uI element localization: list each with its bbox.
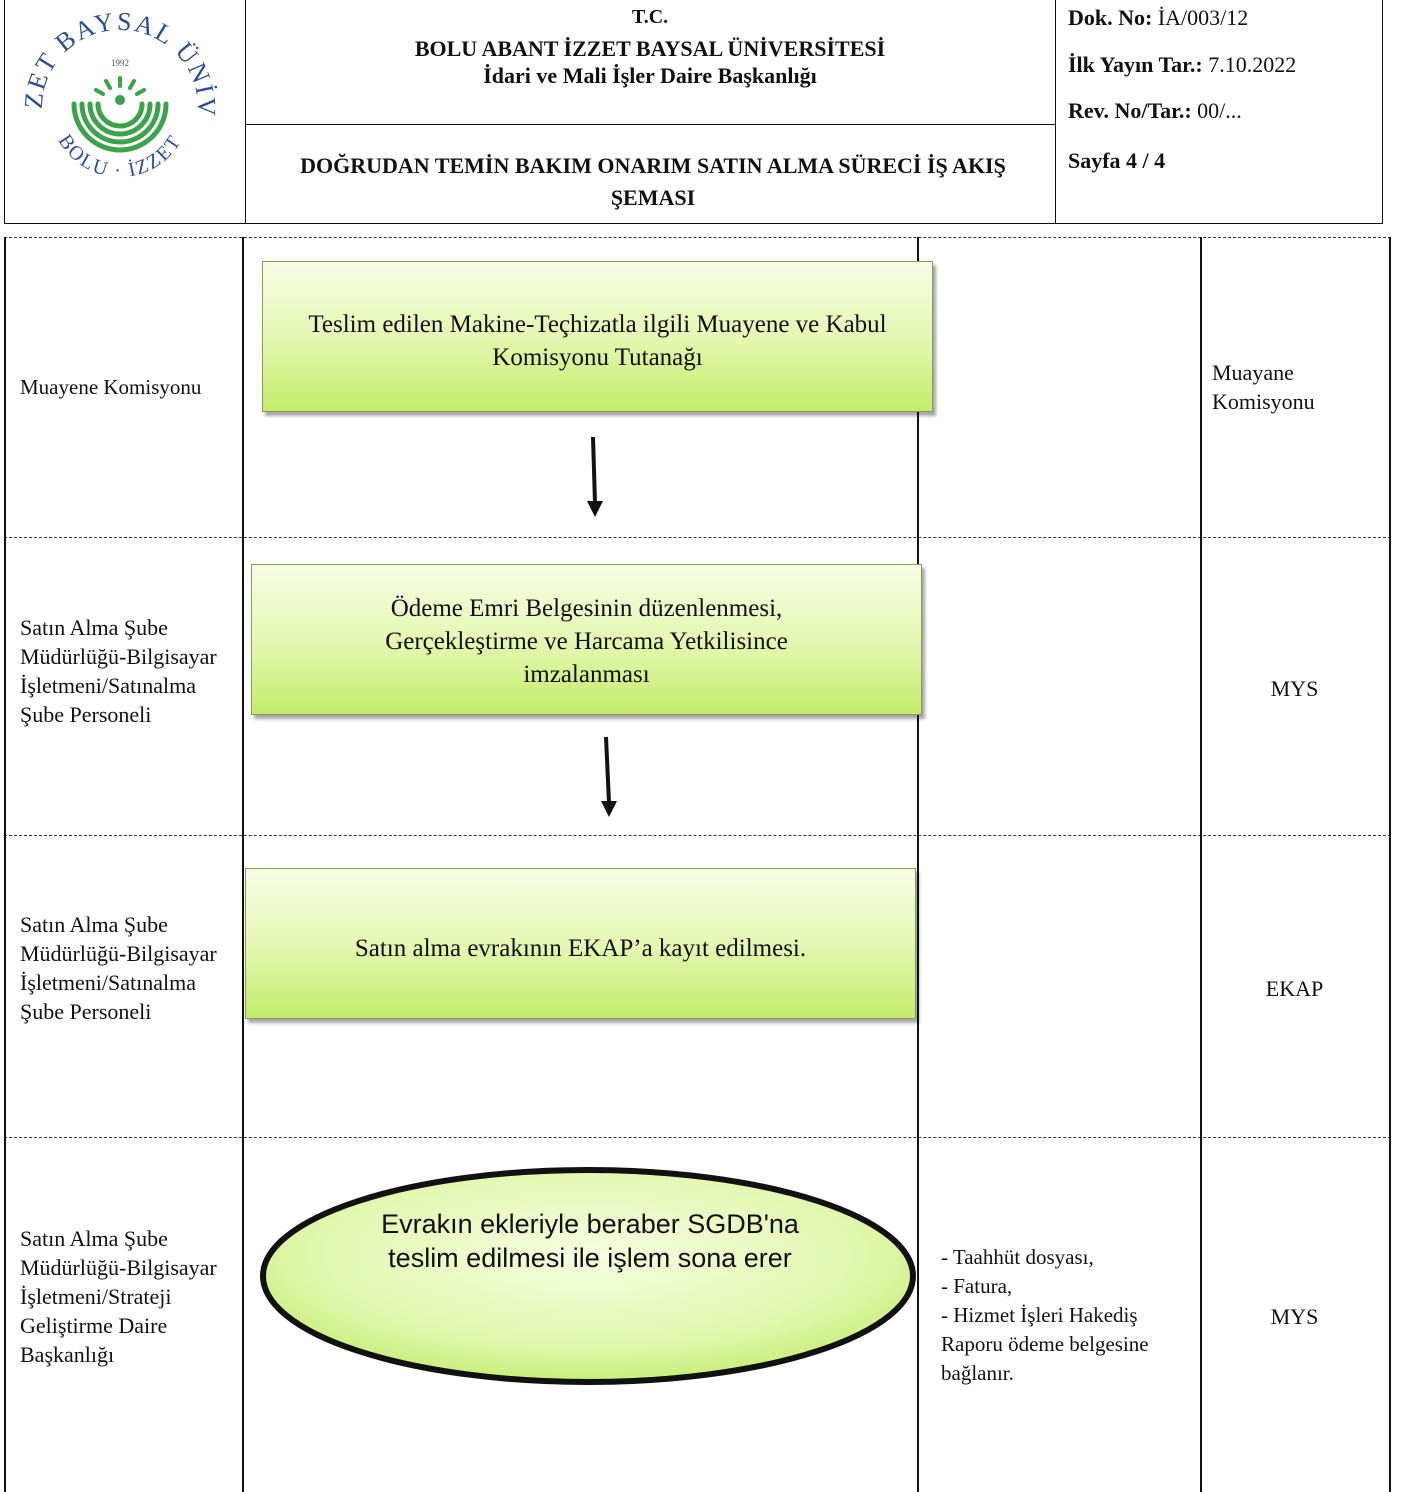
- column-border: [1389, 237, 1391, 1492]
- rev-label: Rev. No/Tar.:: [1068, 98, 1192, 123]
- header-divider: [245, 124, 1055, 125]
- svg-text:1992: 1992: [111, 58, 129, 68]
- doc-no-value: İA/003/12: [1157, 5, 1249, 30]
- responsible-unit: Satın Alma Şube Müdürlüğü-Bilgisayar İşl…: [20, 615, 217, 727]
- row-divider: [4, 1137, 1391, 1138]
- header-divider: [245, 0, 246, 224]
- first-pub-label: İlk Yayın Tar.:: [1068, 52, 1203, 77]
- column-border: [4, 237, 6, 1492]
- process-step: Teslim edilen Makine-Teçhizatla ilgili M…: [262, 261, 933, 412]
- header-department: İdari ve Mali İşler Daire Başkanlığı: [483, 63, 817, 88]
- end-terminator-text: Evrakın ekleriyle beraber SGDB'na teslim…: [381, 1209, 799, 1273]
- process-step: Satın alma evrakının EKAP’a kayıt edilme…: [245, 868, 916, 1019]
- svg-text:BOLU · İZZET: BOLU · İZZET: [54, 131, 186, 182]
- process-step-text: Teslim edilen Makine-Teçhizatla ilgili M…: [308, 311, 887, 371]
- system-label: EKAP: [1265, 976, 1324, 1001]
- down-arrow-icon: [601, 736, 617, 817]
- header-university: BOLU ABANT İZZET BAYSAL ÜNİVERSİTESİ: [414, 36, 886, 61]
- row-divider: [4, 537, 1391, 538]
- doc-no: Dok. No: İA/003/12: [1068, 5, 1248, 31]
- column-border: [242, 237, 244, 1492]
- column-border: [1200, 237, 1202, 1492]
- system-label: Muayane Komisyonu: [1212, 360, 1315, 414]
- down-arrow-icon: [587, 436, 603, 517]
- document-header: [4, 0, 1383, 224]
- revision: Rev. No/Tar.: 00/...: [1068, 98, 1242, 124]
- row-divider: [4, 835, 1391, 836]
- header-divider: [1055, 0, 1056, 224]
- university-logo: ABANT İZZET BAYSAL ÜNİVERSİTESİ BOLU · İ…: [20, 8, 219, 182]
- first-publication-date: İlk Yayın Tar.: 7.10.2022: [1068, 52, 1296, 78]
- rev-value: 00/...: [1197, 98, 1242, 123]
- column-border: [917, 237, 919, 1492]
- page-number: Sayfa 4 / 4: [1068, 148, 1165, 174]
- doc-no-label: Dok. No:: [1068, 5, 1153, 30]
- responsible-unit: Muayene Komisyonu: [20, 375, 202, 399]
- responsible-unit: Satın Alma Şube Müdürlüğü-Bilgisayar İşl…: [20, 1226, 217, 1367]
- attached-documents: - Taahhüt dosyası, - Fatura, - Hizmet İş…: [941, 1245, 1149, 1385]
- process-step-text: Satın alma evrakının EKAP’a kayıt edilme…: [354, 935, 807, 962]
- system-label: MYS: [1270, 1304, 1319, 1329]
- process-step: Ödeme Emri Belgesinin düzenlenmesi, Gerç…: [251, 564, 922, 715]
- first-pub-value: 7.10.2022: [1208, 52, 1297, 77]
- page-label: Sayfa 4 / 4: [1068, 148, 1166, 173]
- responsible-unit: Satın Alma Şube Müdürlüğü-Bilgisayar İşl…: [20, 912, 217, 1024]
- row-divider: [4, 237, 1391, 238]
- system-label: MYS: [1270, 676, 1319, 701]
- process-step-text: Ödeme Emri Belgesinin düzenlenmesi, Gerç…: [385, 595, 788, 688]
- end-terminator: [260, 1167, 916, 1385]
- header-tc: T.C.: [631, 6, 669, 28]
- document-title: DOĞRUDAN TEMİN BAKIM ONARIM SATIN ALMA S…: [300, 153, 1006, 210]
